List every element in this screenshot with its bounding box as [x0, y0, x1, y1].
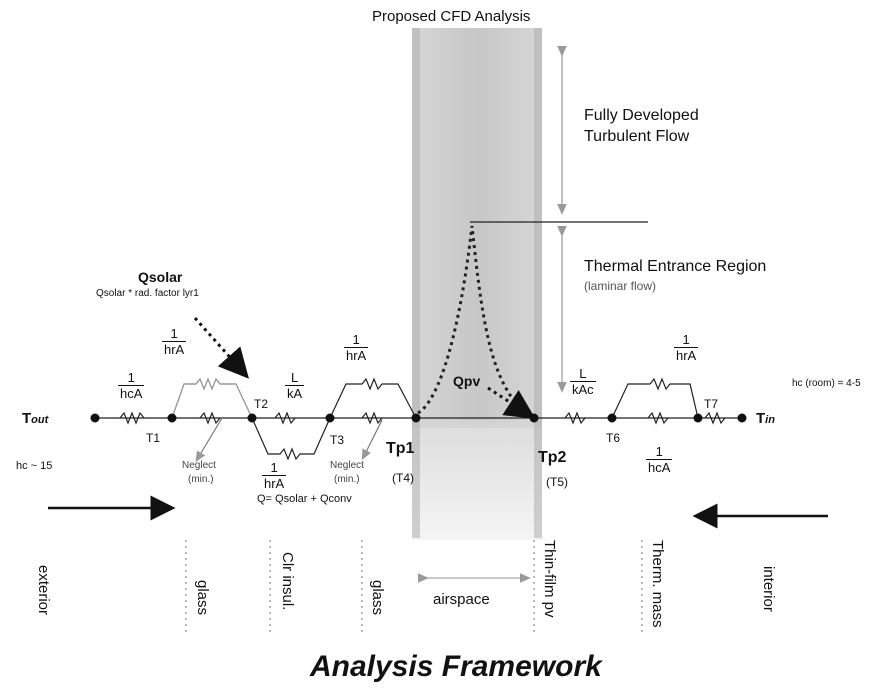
label-tp2: Tp2	[538, 449, 567, 466]
label-t1: T1	[146, 431, 161, 445]
resistor-pv	[564, 411, 586, 425]
label-tin: Tin	[756, 410, 775, 427]
entrance-label: Thermal Entrance Region	[584, 258, 767, 275]
node-tout	[90, 413, 100, 423]
resistor-out	[119, 411, 145, 425]
qpv-arrow	[487, 386, 536, 419]
resistor-insul-bottom	[251, 417, 331, 461]
node-t2	[247, 413, 257, 423]
node-t7	[693, 413, 703, 423]
layer-airspace: airspace	[433, 591, 490, 608]
hc-right: hc (room) = 4-5	[792, 378, 861, 389]
label-tp1: Tp1	[386, 440, 415, 457]
cfd-title: Proposed CFD Analysis	[372, 8, 531, 25]
resistor-glass2-series	[361, 411, 383, 425]
neglect-1: Neglect	[182, 460, 216, 471]
node-t6	[607, 413, 617, 423]
resistor-glass1-series	[199, 411, 221, 425]
q-equation: Q= Qsolar + Qconv	[257, 493, 352, 505]
cfd-band-edge-right	[534, 28, 542, 538]
neglect-2-sub: (min.)	[334, 474, 360, 485]
node-tin	[737, 413, 747, 423]
cfd-band	[412, 28, 542, 428]
velocity-profile	[417, 225, 522, 415]
neglect-arrow-1	[195, 417, 223, 463]
qsolar-title: Qsolar	[138, 269, 183, 285]
turbulent-label-2: Turbulent Flow	[584, 128, 690, 145]
resistor-in	[704, 411, 726, 425]
layer-pv: Thin-film pv	[541, 540, 558, 618]
cfd-band-edge-left	[412, 28, 420, 538]
label-t2: T2	[254, 397, 269, 411]
turbulent-label-1: Fully Developed	[584, 107, 699, 124]
resistor-glass2-top	[329, 377, 417, 419]
qpv-label: Qpv	[453, 373, 481, 389]
node-tp2	[529, 413, 539, 423]
layer-insul: Clr insul.	[279, 552, 296, 611]
resistor-glass1-branch	[171, 377, 253, 419]
label-tp1-alt: (T4)	[392, 471, 414, 485]
label-tp2-alt: (T5)	[546, 475, 568, 489]
hc-left: hc ~ 15	[16, 460, 53, 472]
neglect-1-sub: (min.)	[188, 474, 214, 485]
qsolar-arrow	[193, 317, 249, 379]
node-tp1	[411, 413, 421, 423]
footer-title: Analysis Framework	[310, 650, 602, 683]
node-t1	[167, 413, 177, 423]
layer-mass: Therm. mass	[649, 540, 666, 628]
neglect-arrow-2	[361, 419, 383, 461]
node-t3	[325, 413, 335, 423]
laminar-note: (laminar flow)	[584, 279, 657, 293]
qsolar-note: Qsolar * rad. factor lyr1	[96, 288, 199, 299]
cfd-band-fade	[412, 420, 542, 540]
neglect-2: Neglect	[330, 460, 364, 471]
layer-glass1: glass	[194, 580, 211, 616]
layer-interior: interior	[760, 566, 777, 612]
label-t3: T3	[330, 433, 345, 447]
label-t6: T6	[606, 431, 621, 445]
layer-glass2: glass	[369, 580, 386, 616]
resistor-mass-series	[647, 411, 669, 425]
label-t7: T7	[704, 397, 719, 411]
layer-exterior: exterior	[35, 565, 52, 616]
label-tout: Tout	[22, 410, 49, 427]
resistor-mass-top	[611, 377, 699, 419]
resistor-insul-top	[274, 411, 296, 425]
